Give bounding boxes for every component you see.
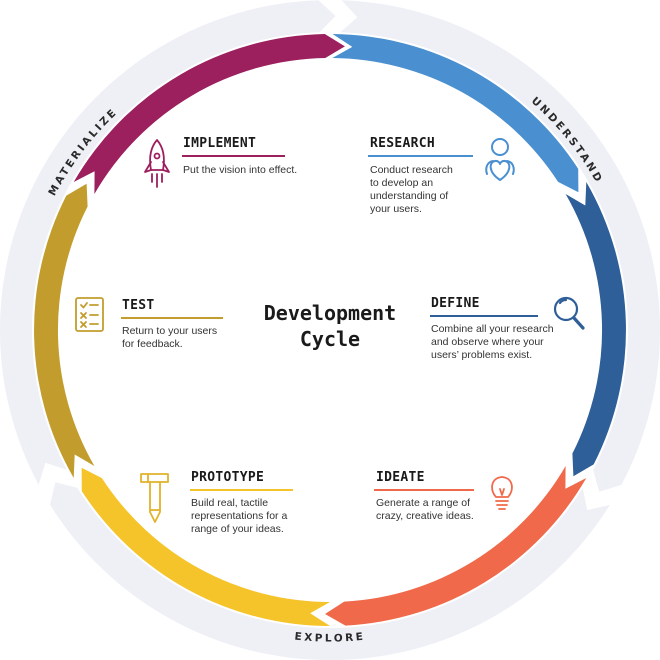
outer-segment-materialize — [0, 0, 336, 485]
arc-segment-research — [332, 34, 579, 193]
center-title: Development Cycle — [220, 300, 440, 352]
arc-segment-ideate — [325, 466, 587, 626]
stage-desc-prototype: Build real, tactile representations for … — [191, 497, 288, 535]
stage-title-implement: IMPLEMENT — [183, 136, 257, 151]
phase-label-explore: EXPLORE — [294, 631, 366, 645]
stage-desc-research: Conduct research to develop an understan… — [370, 164, 453, 215]
stage-desc-implement: Put the vision into effect. — [183, 164, 298, 176]
arc-segment-prototype — [81, 467, 330, 626]
outer-segment-explore — [50, 482, 610, 660]
hammer-pencil-icon — [140, 473, 169, 523]
rocket-icon — [144, 139, 170, 188]
arc-segment-define — [565, 182, 626, 477]
checklist-icon — [75, 297, 104, 332]
stage-desc-define: Combine all your research and observe wh… — [431, 323, 554, 361]
stage-rule-test — [121, 317, 223, 319]
center-title-line1: Development — [263, 301, 397, 325]
stage-title-ideate: IDEATE — [376, 470, 425, 485]
stage-desc-test: Return to your users for feedback. — [122, 325, 218, 350]
inner-stage-ring — [34, 34, 626, 626]
stage-desc-ideate: Generate a range of crazy, creative idea… — [376, 497, 474, 522]
outer-segment-understand — [340, 0, 660, 492]
stage-rule-ideate — [374, 489, 474, 491]
stage-rule-define — [430, 315, 538, 317]
arc-segment-test — [34, 183, 95, 478]
arc-segment-implement — [73, 34, 345, 194]
stage-title-test: TEST — [122, 298, 155, 313]
magnifier-icon — [553, 296, 585, 330]
stage-title-prototype: PROTOTYPE — [191, 470, 265, 485]
center-title-line2: Cycle — [299, 327, 361, 351]
stage-title-research: RESEARCH — [370, 136, 436, 151]
person-heart-icon — [485, 138, 515, 181]
stage-rule-implement — [182, 155, 285, 157]
stage-rule-prototype — [190, 489, 293, 491]
stage-rule-research — [368, 155, 473, 157]
stage-title-define: DEFINE — [431, 296, 480, 311]
lightbulb-icon — [491, 476, 513, 510]
